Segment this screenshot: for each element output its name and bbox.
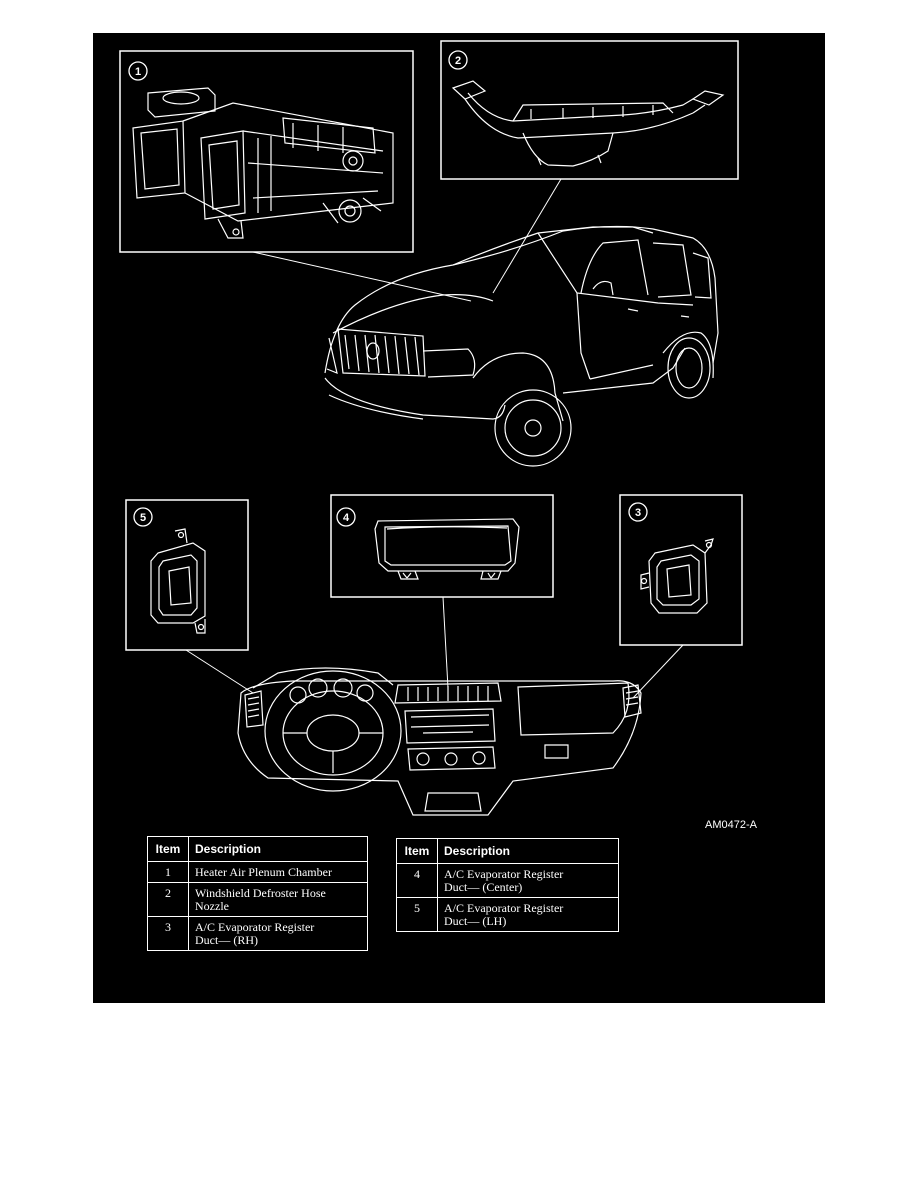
defroster-nozzle-drawing [451,80,725,167]
description-line-2: Nozzle [195,899,229,913]
item-column-header: Item [147,836,189,862]
callout-3-label: 3 [635,507,641,519]
description-column-header: Description [437,838,619,864]
legend-row: 3 A/C Evaporator Register Duct— (RH) [147,916,368,951]
item-number: 1 [147,861,189,883]
plenum-chamber-drawing [132,87,394,239]
hvac-component-diagram: 1 2 3 4 5 [119,40,743,816]
legend-row: 2 Windshield Defroster Hose Nozzle [147,882,368,917]
description-line-1: Heater Air Plenum Chamber [195,865,332,879]
item-description: A/C Evaporator Register Duct— (RH) [188,916,368,951]
item-number: 5 [396,897,438,932]
leader-lines [185,178,684,699]
inset-lh-register [125,499,249,651]
description-line-2: Duct— (LH) [444,914,507,928]
callout-2: 2 [448,50,468,70]
callout-4: 4 [336,507,356,527]
legend-table-1: Item Description 1 Heater Air Plenum Cha… [147,836,368,951]
callout-4-label: 4 [343,512,350,524]
legend-row: 1 Heater Air Plenum Chamber [147,861,368,883]
description-line-1: A/C Evaporator Register [444,901,564,915]
callout-3: 3 [628,502,648,522]
center-register-drawing [374,518,520,580]
legend-row: 5 A/C Evaporator Register Duct— (LH) [396,897,619,932]
item-number: 4 [396,863,438,898]
legend-table-2: Item Description 4 A/C Evaporator Regist… [396,838,619,932]
inset-rh-register [619,494,743,646]
legend-header-row: Item Description [147,836,368,862]
description-line-2: Duct— (Center) [444,880,523,894]
diagram-panel: 1 2 3 4 5 AM0472-A Item Description 1 He… [93,33,825,1003]
rh-register-drawing [640,538,714,614]
item-number: 3 [147,916,189,951]
legend-row: 4 A/C Evaporator Register Duct— (Center) [396,863,619,898]
item-description: A/C Evaporator Register Duct— (Center) [437,863,619,898]
item-column-header: Item [396,838,438,864]
item-description: A/C Evaporator Register Duct— (LH) [437,897,619,932]
callout-5-label: 5 [140,512,146,524]
lh-register-drawing [150,528,206,634]
inset-plenum-chamber [119,50,414,253]
item-number: 2 [147,882,189,917]
item-description: Windshield Defroster Hose Nozzle [188,882,368,917]
callout-5: 5 [133,507,153,527]
description-column-header: Description [188,836,368,862]
legend-header-row: Item Description [396,838,619,864]
callout-1-label: 1 [135,66,141,78]
inset-center-register [330,494,554,598]
item-description: Heater Air Plenum Chamber [188,861,368,883]
vehicle-drawing [324,225,719,467]
callout-2-label: 2 [455,55,461,67]
description-line-1: Windshield Defroster Hose [195,886,326,900]
description-line-2: Duct— (RH) [195,933,258,947]
callout-1: 1 [128,61,148,81]
description-line-1: A/C Evaporator Register [444,867,564,881]
inset-defroster-nozzle [440,40,739,180]
instrument-panel-drawing [237,667,642,816]
description-line-1: A/C Evaporator Register [195,920,315,934]
figure-reference: AM0472-A [705,819,757,831]
